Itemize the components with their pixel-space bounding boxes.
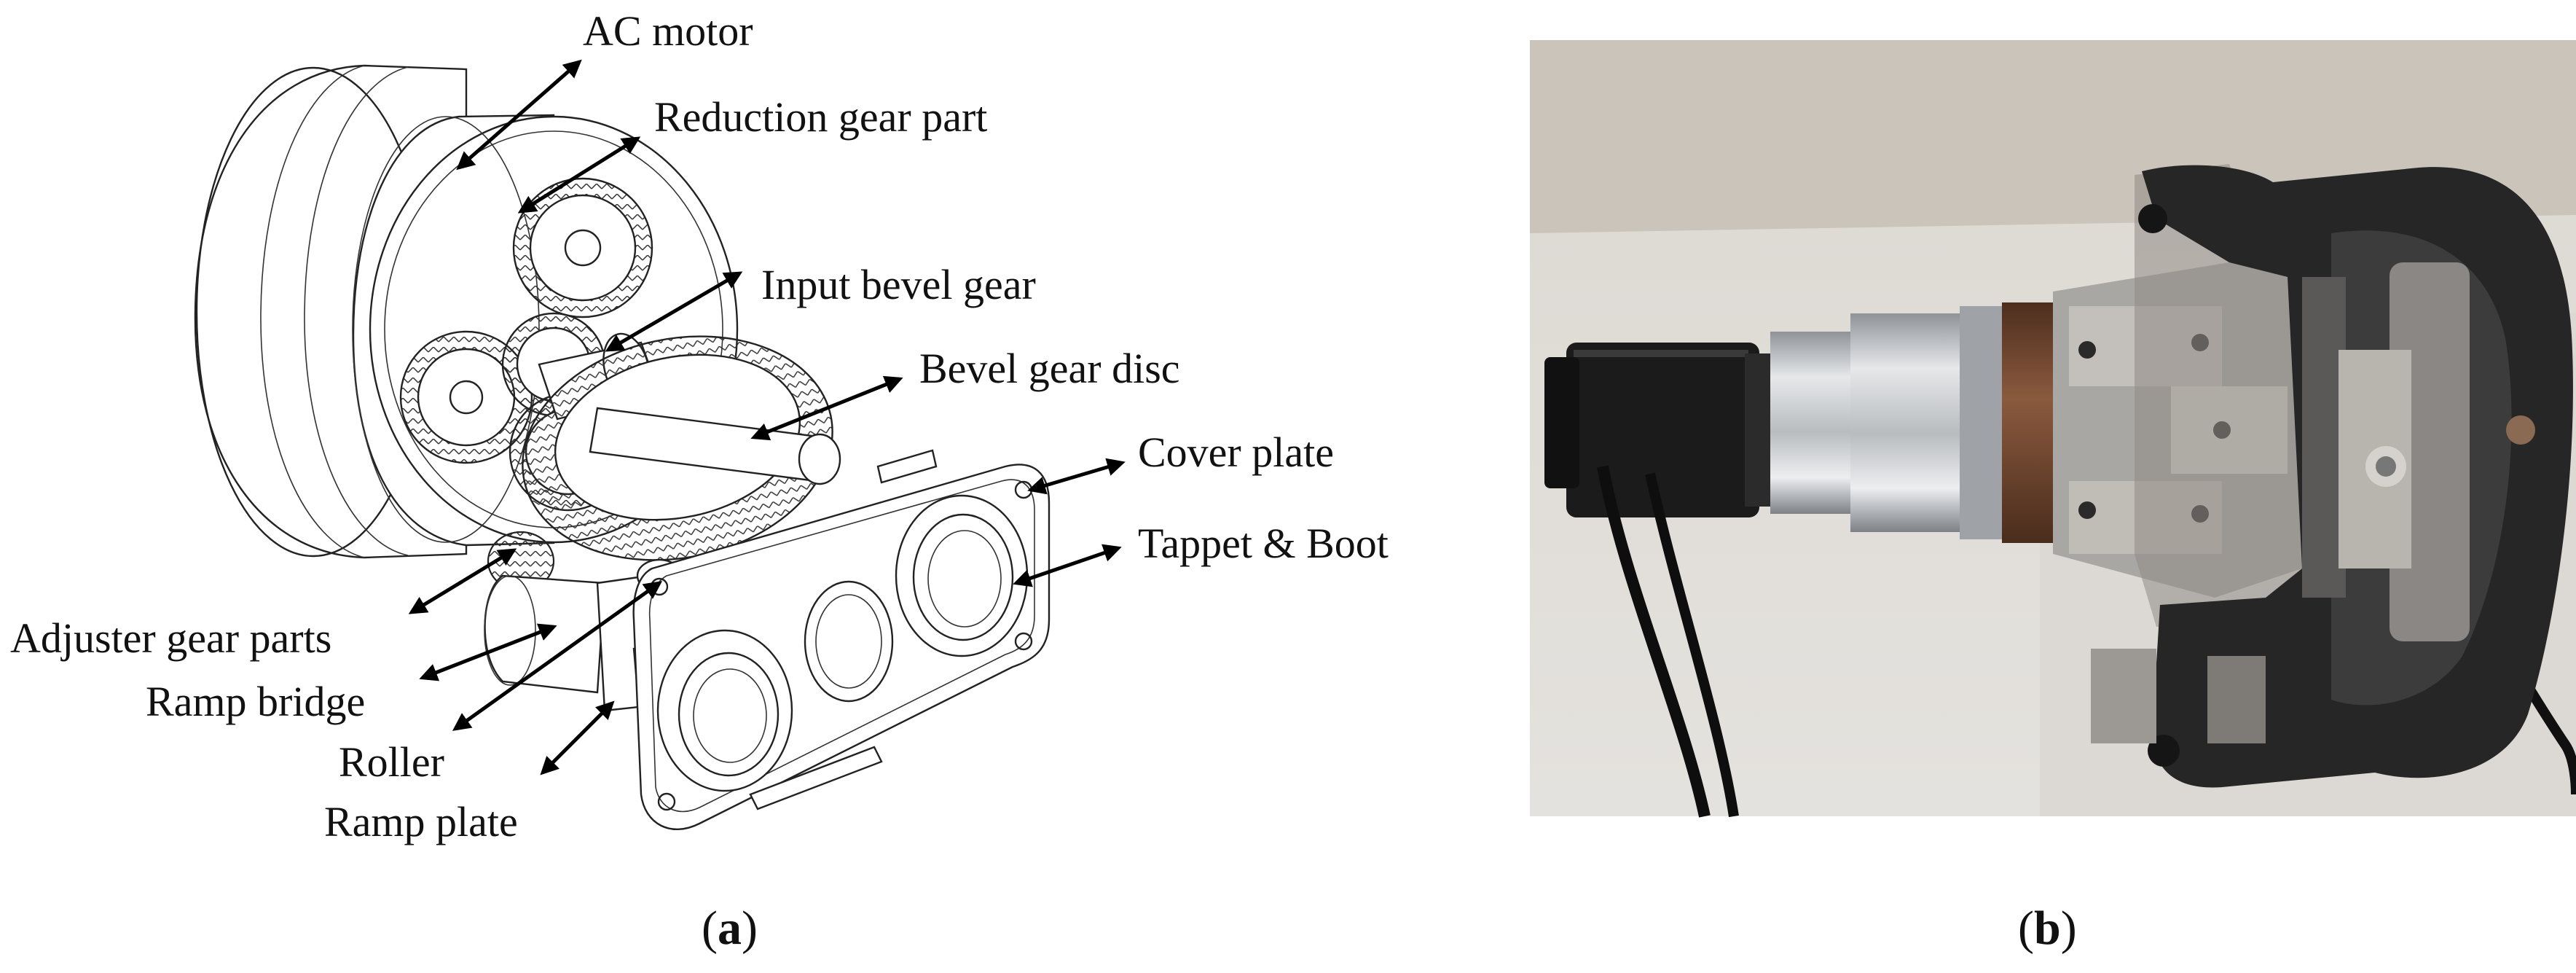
label-cover-plate: Cover plate: [1138, 429, 1334, 476]
arrow-input-bevel-gear: [605, 271, 743, 352]
label-adjuster-gear-parts: Adjuster gear parts: [10, 614, 331, 662]
photo-ac-motor: [1544, 343, 1774, 517]
caption-b: (b): [2018, 902, 2077, 955]
label-input-bevel-gear: Input bevel gear: [761, 261, 1036, 308]
tappet-drawing: [656, 494, 1029, 792]
label-ramp-bridge: Ramp bridge: [146, 678, 365, 725]
caption-a: (a): [702, 902, 758, 955]
label-tappet-boot: Tappet & Boot: [1138, 520, 1389, 567]
arrow-cover-plate: [1027, 458, 1126, 495]
label-roller: Roller: [339, 738, 444, 786]
arrow-bevel-gear-disc: [750, 375, 903, 441]
photo-reducer: [1770, 302, 2053, 543]
arrow-tappet-boot: [1013, 544, 1122, 587]
label-ramp-plate: Ramp plate: [324, 798, 518, 845]
arrow-roller: [452, 581, 663, 731]
arrow-ac-motor: [456, 59, 582, 171]
arrow-reduction-gear: [517, 136, 641, 214]
panel-a-leader-arrows: [408, 59, 1126, 775]
photo-cable-2: [1645, 472, 1739, 818]
arrow-ramp-plate: [540, 700, 615, 775]
photo-cable-1: [1597, 465, 1711, 818]
label-bevel-gear-disc: Bevel gear disc: [919, 345, 1180, 392]
panel-b-photo: [1530, 40, 2576, 818]
photo-body-block: [2053, 164, 2317, 634]
label-reduction-gear-part: Reduction gear part: [654, 93, 987, 141]
photo-caliper: [2091, 165, 2573, 788]
label-ac-motor: AC motor: [583, 7, 753, 55]
panel-a-labels: AC motor Reduction gear part Input bevel…: [10, 7, 1389, 845]
